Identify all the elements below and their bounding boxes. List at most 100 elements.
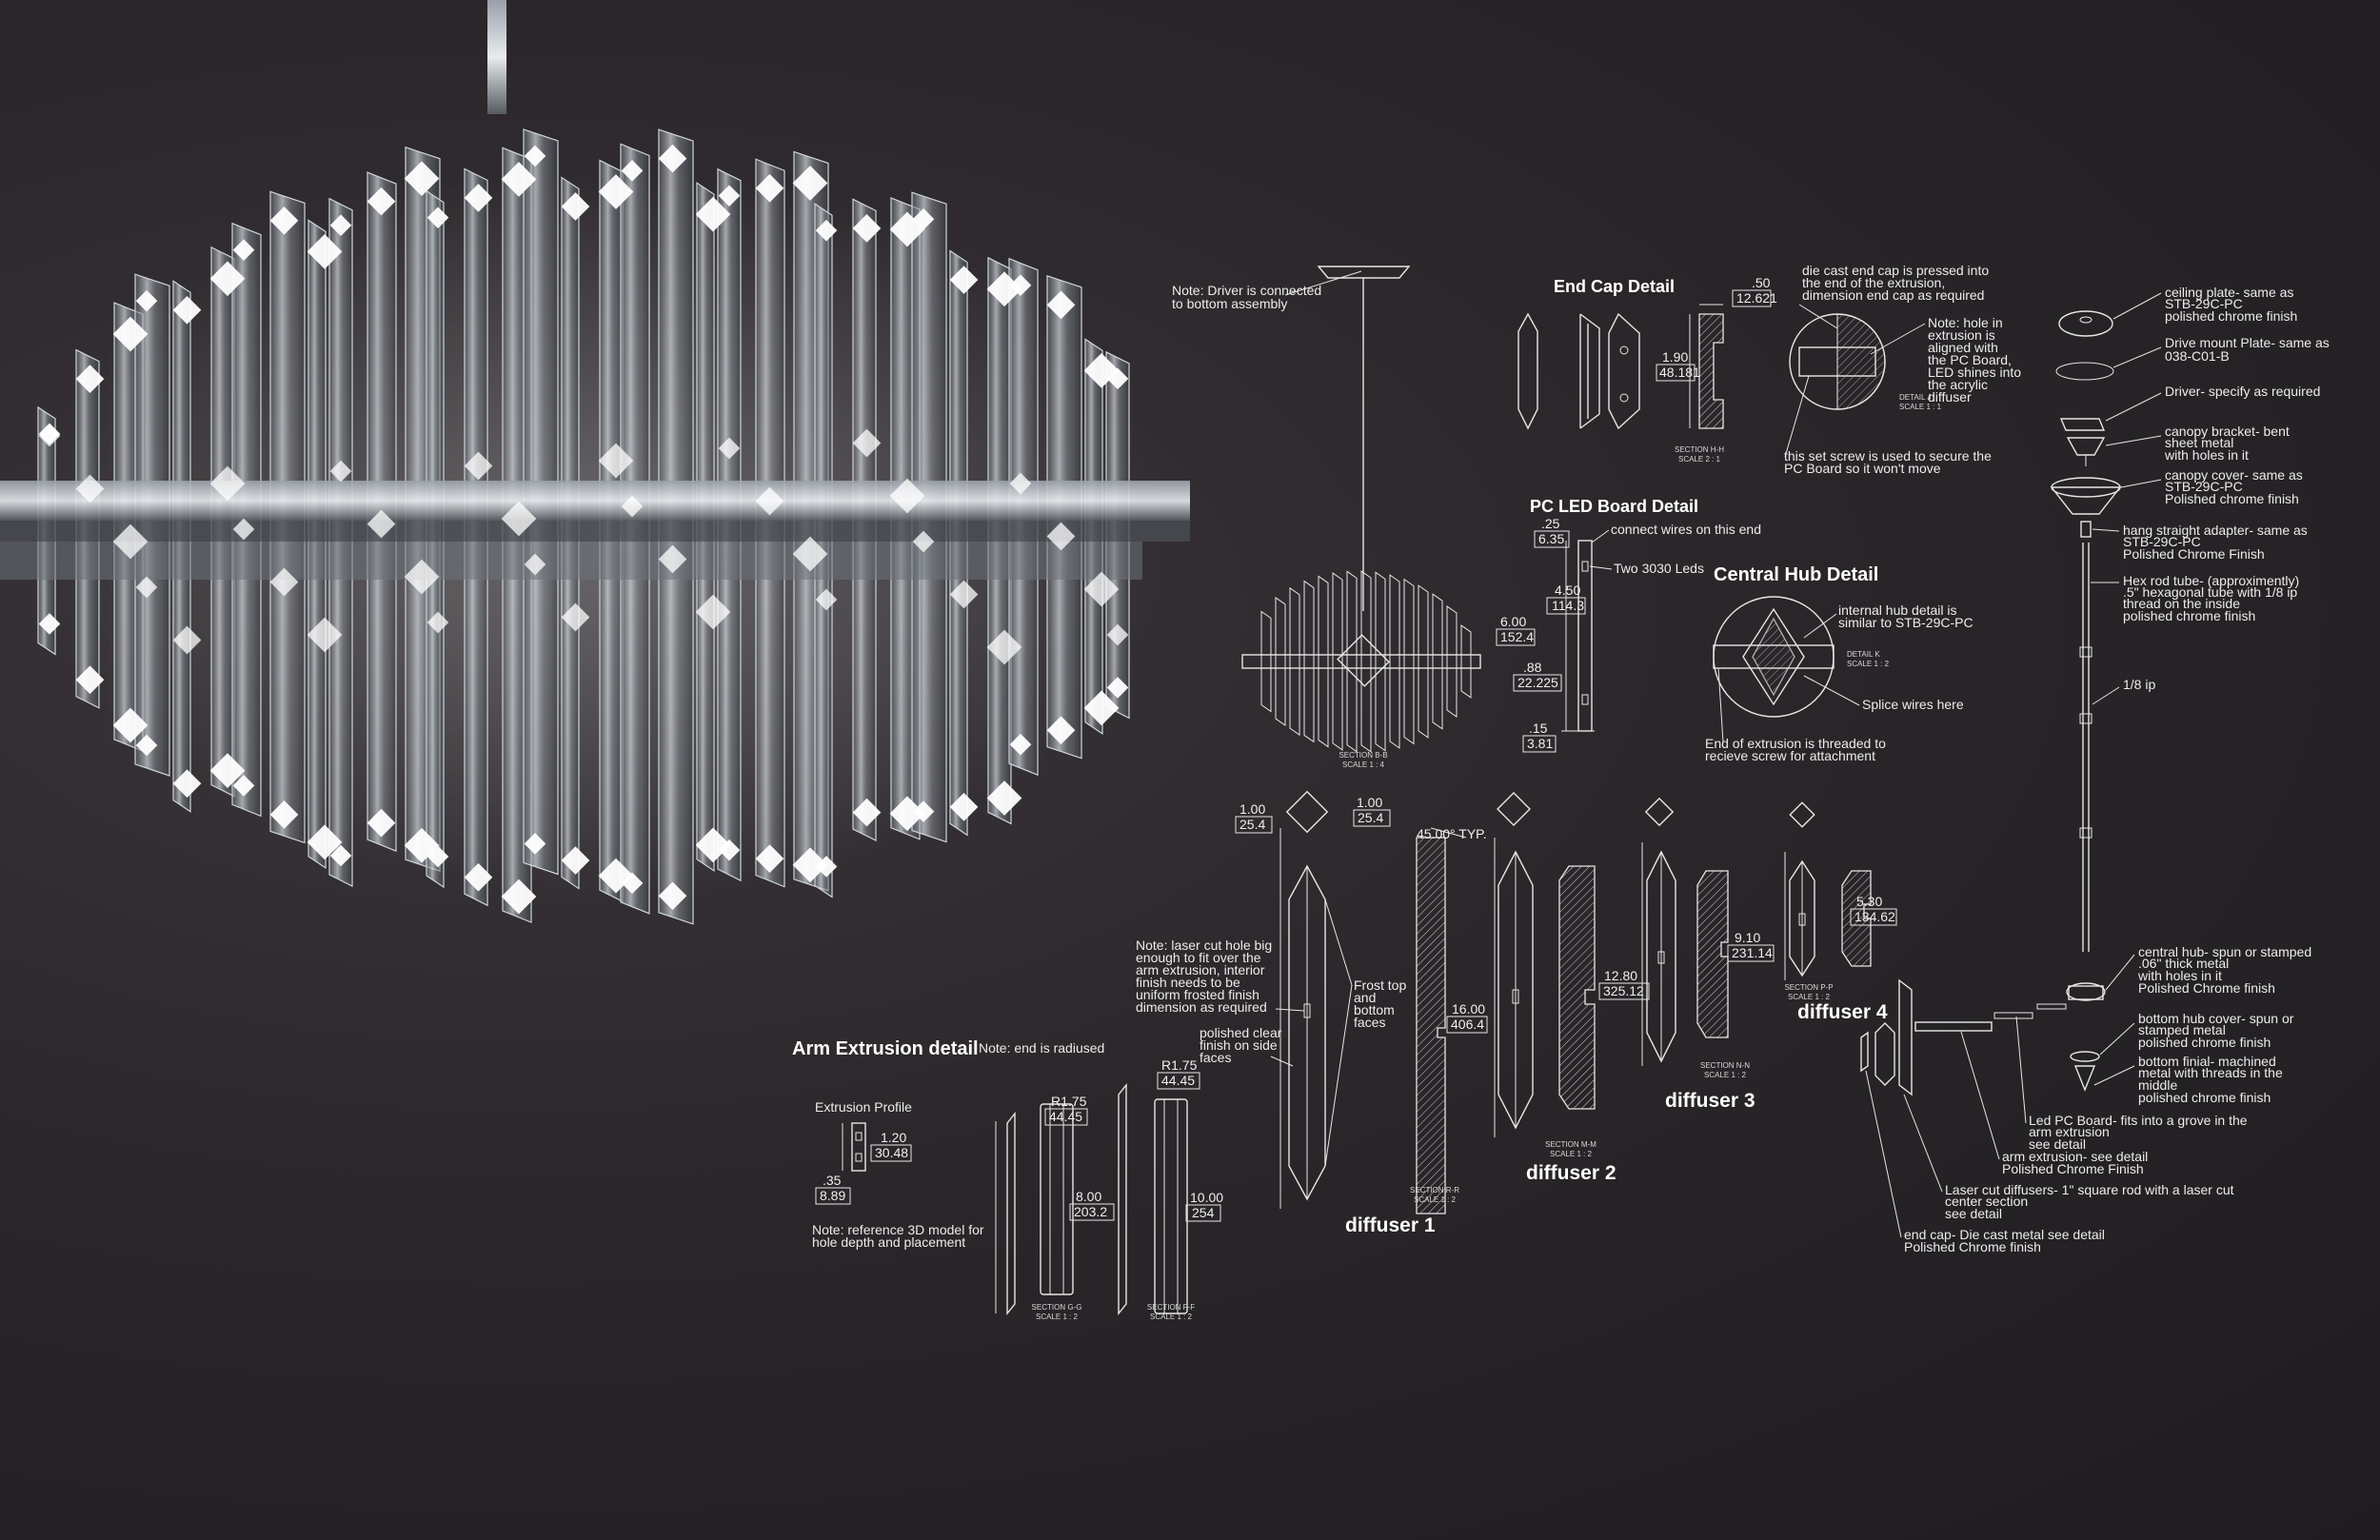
crystal-glow [621, 495, 644, 518]
splice-note: Splice wires here [1862, 697, 1964, 712]
elevation-crystal [1375, 571, 1386, 752]
svg-text:the PC Board,: the PC Board, [1928, 352, 2012, 367]
crystal-glow [1009, 472, 1032, 495]
svg-text:to bottom assembly: to bottom assembly [1172, 296, 1287, 311]
crystal-glow [307, 617, 343, 653]
svg-text:R1.75: R1.75 [1051, 1094, 1087, 1109]
crystal-glow [112, 316, 149, 352]
crystal-glow [172, 769, 202, 799]
pc-led-heading: PC LED Board Detail [1530, 497, 1698, 516]
svg-text:Note: laser cut hole big: Note: laser cut hole big [1136, 938, 1272, 953]
svg-text:44.45: 44.45 [1161, 1073, 1195, 1088]
svg-text:SECTION R-R: SECTION R-R [1410, 1186, 1459, 1194]
svg-text:Note: hole in: Note: hole in [1928, 315, 2003, 330]
svg-text:central hub- spun or stamped: central hub- spun or stamped [2138, 944, 2311, 959]
crystal-glow [1046, 290, 1076, 320]
fixture-elevation: SECTION B-B SCALE 1 : 4 [1241, 266, 1481, 769]
svg-text:finish needs to be: finish needs to be [1136, 975, 1240, 990]
central-hub-heading: Central Hub Detail [1714, 564, 1878, 585]
crystal-glow [404, 161, 440, 197]
svg-text:uniform frosted finish: uniform frosted finish [1136, 987, 1259, 1002]
arm-ring [0, 481, 1190, 521]
svg-text:enough to fit over the: enough to fit over the [1136, 950, 1261, 965]
crystal-glow [524, 553, 546, 576]
elevation-crystal [1460, 624, 1472, 699]
crystal-glow [949, 580, 979, 609]
crystal-glow [889, 796, 925, 832]
svg-text:see detail: see detail [2029, 1136, 2086, 1152]
chandelier-render [0, 0, 1190, 925]
elevation-crystal [1332, 572, 1343, 751]
svg-text:dimension end cap as required: dimension end cap as required [1802, 287, 1984, 303]
crystal-glow [852, 213, 882, 243]
crystal-glow [426, 845, 449, 868]
svg-text:DETAIL J: DETAIL J [1899, 393, 1931, 402]
crystal-glow [852, 428, 882, 458]
set-screw-note: this set screw is used to secure the [1784, 448, 1992, 464]
section-bb-label: SECTION B-B [1339, 751, 1387, 760]
crystal-glow [755, 844, 784, 873]
driver-note: Note: Driver is connected [1172, 283, 1321, 298]
two-leds-note: Two 3030 Leds [1614, 561, 1704, 576]
elevation-crystal [1418, 584, 1429, 739]
crystal-glow [209, 465, 246, 502]
elevation-crystal [1275, 596, 1286, 727]
svg-text:the end of the extrusion,: the end of the extrusion, [1802, 275, 1945, 290]
crystal-glow [367, 187, 396, 216]
crystal-glow [815, 856, 838, 878]
svg-text:recieve screw for attachment: recieve screw for attachment [1705, 748, 1875, 763]
svg-text:LED shines into: LED shines into [1928, 365, 2021, 380]
svg-text:polished chrome finish: polished chrome finish [2165, 308, 2297, 324]
crystal-glow [658, 544, 687, 574]
svg-text:25.4: 25.4 [1240, 817, 1265, 832]
crystal-glow [501, 161, 537, 197]
svg-text:.06" thick metal: .06" thick metal [2138, 956, 2229, 971]
crystal-glow [269, 800, 299, 829]
svg-text:SCALE 1 : 2: SCALE 1 : 2 [1704, 1071, 1747, 1079]
svg-text:finish on side: finish on side [1200, 1037, 1278, 1053]
crystal-glow [426, 611, 449, 634]
svg-text:1.00: 1.00 [1357, 795, 1382, 810]
crystal-glow [792, 536, 828, 572]
crystal-glow [172, 625, 202, 655]
elevation-crystal [1260, 610, 1272, 713]
crystal-glow [949, 793, 979, 821]
crystal-glow [464, 451, 493, 481]
diffuser-2-label: diffuser 2 [1526, 1162, 1616, 1184]
svg-text:22.225: 22.225 [1517, 675, 1558, 690]
svg-text:SCALE 1 : 2: SCALE 1 : 2 [1847, 660, 1890, 668]
crystal-glow [695, 196, 731, 232]
crystal-glow [598, 174, 634, 209]
svg-text:SECTION N-N: SECTION N-N [1700, 1061, 1750, 1070]
svg-text:30.48: 30.48 [875, 1145, 908, 1160]
svg-text:arm extrusion: arm extrusion [2029, 1124, 2110, 1139]
crystal-glow [621, 872, 644, 895]
arm-extrusion-heading: Arm Extrusion detail [792, 1038, 979, 1059]
crystal-glow [792, 847, 828, 883]
diffuser-4-label: diffuser 4 [1797, 1001, 1888, 1023]
dim-end-cap-h: 1.90 [1662, 349, 1688, 365]
crystal-glow [269, 567, 299, 597]
svg-text:9.10: 9.10 [1735, 930, 1760, 945]
hole-aligned-note: Note: hole in extrusion is aligned with … [1928, 315, 2021, 405]
svg-text:polished chrome finish: polished chrome finish [2138, 1035, 2271, 1050]
svg-text:bottom finial- machined: bottom finial- machined [2138, 1054, 2276, 1069]
crystal-glow [755, 173, 784, 203]
exploded-assembly [1860, 310, 2122, 1096]
svg-text:203.2: 203.2 [1074, 1204, 1107, 1219]
crystal-glow-array [38, 144, 1129, 915]
crystal-glow [598, 443, 634, 479]
svg-text:Hex rod tube- (approximently): Hex rod tube- (approximently) [2123, 573, 2299, 588]
svg-text:thread on the inside: thread on the inside [2123, 596, 2240, 611]
crystal-glow [889, 478, 925, 514]
svg-text:1.00: 1.00 [1240, 801, 1265, 817]
crystal-glow [986, 780, 1022, 816]
svg-text:canopy cover- same as: canopy cover- same as [2165, 467, 2303, 483]
angle-dim: 45.00° TYP. [1417, 826, 1487, 841]
svg-text:center section: center section [1945, 1194, 2028, 1209]
svg-text:SECTION G-G: SECTION G-G [1032, 1303, 1082, 1312]
svg-text:038-C01-B: 038-C01-B [2165, 348, 2230, 364]
crystal-glow [464, 862, 493, 892]
internal-hub-note: internal hub detail is [1838, 602, 1957, 618]
crystal-glow [112, 707, 149, 743]
